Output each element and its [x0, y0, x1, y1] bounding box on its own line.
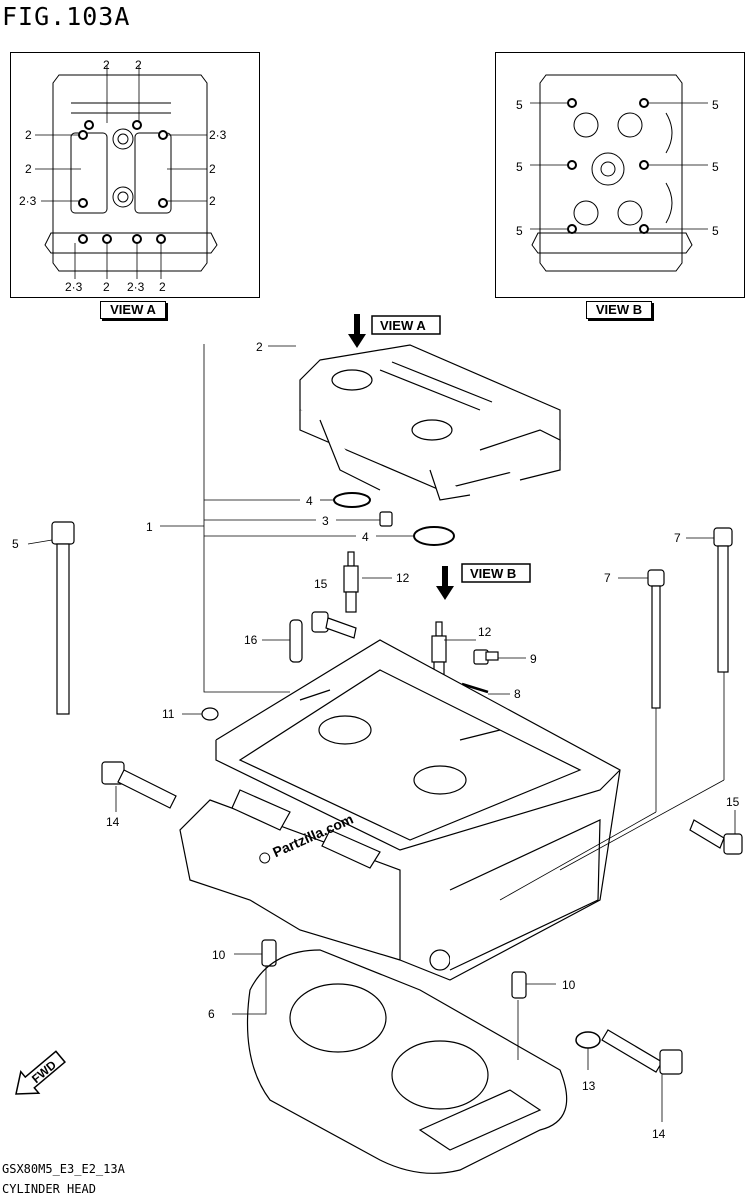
- dowel-10-right: [511, 971, 527, 999]
- spark-plug-left: [343, 551, 359, 613]
- callout-10: 10: [212, 948, 226, 962]
- view-a-arrow-label: VIEW A: [380, 318, 426, 333]
- view-a-callout: 2: [209, 194, 216, 208]
- view-b-callout: 5: [516, 98, 523, 112]
- callout-5: 5: [12, 537, 19, 551]
- o-ring-upper: [333, 492, 371, 508]
- view-a-tag: VIEW A: [100, 301, 166, 319]
- cylinder-head: [179, 639, 621, 981]
- figure-caption: CYLINDER HEAD: [2, 1182, 96, 1196]
- callout-16: 16: [244, 633, 258, 647]
- view-a-callout: 2·3: [65, 280, 83, 294]
- bolt-15-center: [311, 611, 357, 639]
- bolt-14-right: [601, 1029, 683, 1075]
- view-a-callout: 2: [25, 128, 32, 142]
- callout-4: 4: [306, 494, 313, 508]
- head-gasket: [246, 949, 568, 1174]
- view-a-callout: 2: [103, 58, 110, 72]
- view-a-callout: 2·3: [209, 128, 227, 142]
- callout-3: 3: [322, 514, 329, 528]
- callout-14: 14: [106, 815, 120, 829]
- view-a-callout: 2·3: [19, 194, 37, 208]
- view-b-callout: 5: [712, 224, 719, 238]
- view-b-drawing: 5 5 5 5 5 5: [516, 74, 719, 272]
- bolt-5: [51, 521, 75, 715]
- callout-9: 9: [530, 652, 537, 666]
- callout-14: 14: [652, 1127, 666, 1141]
- o-ring-lower: [413, 526, 455, 546]
- view-a-callout: 2: [135, 58, 142, 72]
- callout-7: 7: [604, 571, 611, 585]
- view-b-arrow-icon: [436, 566, 454, 600]
- callout-11: 11: [162, 707, 175, 721]
- callout-13: 13: [582, 1079, 596, 1093]
- model-code: GSX80M5_E3_E2_13A: [2, 1162, 125, 1176]
- ring-8: [461, 682, 489, 694]
- camshaft-holder: [299, 344, 561, 501]
- washer-13: [575, 1031, 601, 1049]
- view-a-arrow-icon: [348, 314, 366, 348]
- view-a-arrow-box: [371, 315, 441, 335]
- figure-title: FIG.103A: [2, 2, 131, 31]
- callout-15: 15: [726, 795, 740, 809]
- bolt-7-right: [713, 527, 733, 673]
- view-b-arrow-box: [461, 563, 531, 583]
- bolt-15-right: [689, 819, 743, 855]
- view-b-callout: 5: [516, 224, 523, 238]
- view-a-callout: 2: [209, 162, 216, 176]
- plug-11: [201, 707, 219, 721]
- fwd-arrow-icon: FWD: [15, 1050, 66, 1095]
- view-a-callout: 2: [25, 162, 32, 176]
- bolt-9: [473, 649, 499, 665]
- bolt-7-left: [647, 569, 665, 709]
- view-a-inset: 2 2 2 2·3 2 2 2·3 2 2·3 2 2·3 2: [10, 52, 260, 298]
- callout-7: 7: [674, 531, 681, 545]
- view-b-arrow-label: VIEW B: [470, 566, 516, 581]
- view-a-callout: 2·3: [127, 280, 145, 294]
- view-a-drawing: 2 2 2 2·3 2 2 2·3 2 2·3 2 2·3 2: [19, 58, 227, 294]
- callout-8: 8: [514, 687, 521, 701]
- view-b-tag: VIEW B: [586, 301, 652, 319]
- callout-12: 12: [478, 625, 492, 639]
- callout-12: 12: [396, 571, 410, 585]
- dowel-pin: [379, 511, 393, 527]
- callout-6: 6: [208, 1007, 215, 1021]
- view-b-callout: 5: [516, 160, 523, 174]
- callout-4: 4: [362, 530, 369, 544]
- view-a-callout: 2: [103, 280, 110, 294]
- callout-1: 1: [146, 520, 153, 534]
- callout-10: 10: [562, 978, 576, 992]
- view-a-callout: 2: [159, 280, 166, 294]
- sleeve-16: [289, 619, 303, 663]
- view-b-callout: 5: [712, 160, 719, 174]
- view-b-inset: 5 5 5 5 5 5: [495, 52, 745, 298]
- view-b-callout: 5: [712, 98, 719, 112]
- callout-2: 2: [256, 340, 263, 354]
- callout-15: 15: [314, 577, 328, 591]
- bolt-14-left: [101, 761, 177, 809]
